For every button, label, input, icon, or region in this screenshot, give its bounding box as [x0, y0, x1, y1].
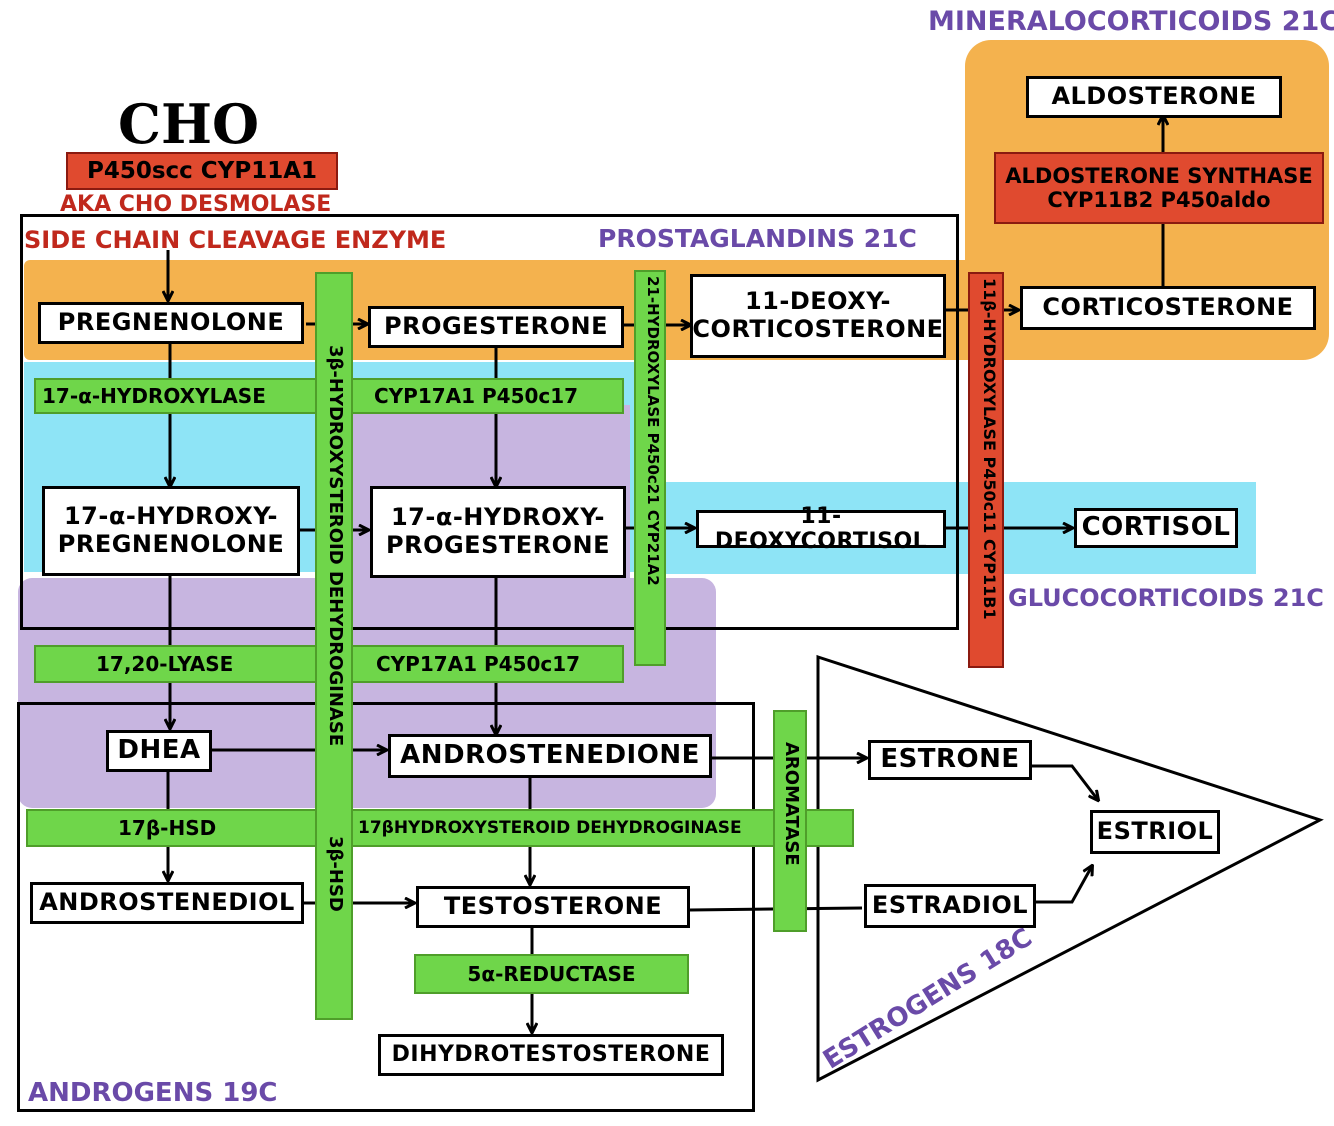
enzyme-17b-hsd-left: 17β-HSD [118, 816, 217, 840]
prostaglandins-title: PROSTAGLANDINS 21C [598, 224, 917, 253]
enzyme-17-20-lyase-right: CYP17A1 P450c17 [376, 652, 581, 676]
enzyme-17a-hydroxylase-right: CYP17A1 P450c17 [374, 384, 579, 408]
node-17a-hydroxyprogesterone-line1: 17-α-HYDROXY- [390, 503, 606, 532]
prostaglandin-frame [20, 214, 959, 630]
enzyme-21-hydroxylase-bar [634, 270, 666, 666]
node-corticosterone: CORTICOSTERONE [1020, 286, 1316, 330]
cholesterol-label: CHO [118, 92, 260, 156]
node-17a-hydroxypregnenolone-line2: PREGNENOLONE [57, 530, 285, 558]
enzyme-aldosterone-synthase: ALDOSTERONE SYNTHASE CYP11B2 P450aldo [994, 152, 1324, 224]
enzyme-aromatase-label: AROMATASE [781, 742, 802, 866]
node-17a-hydroxyprogesterone: 17-α-HYDROXY- PROGESTERONE [370, 486, 626, 578]
node-androstenediol: ANDROSTENEDIOL [30, 882, 304, 924]
node-estradiol: ESTRADIOL [864, 884, 1036, 928]
aldo-synthase-line1: ALDOSTERONE SYNTHASE [1005, 164, 1313, 188]
androgen-frame [17, 702, 755, 1112]
node-estrone: ESTRONE [868, 740, 1032, 780]
androgens-title: ANDROGENS 19C [28, 1078, 278, 1108]
scc-enzyme-box: P450scc CYP11A1 [66, 152, 338, 190]
enzyme-3b-hsd-bar [315, 272, 353, 1020]
node-11-deoxycorticosterone-line2: CORTICOSTERONE [692, 315, 944, 343]
arrow-estrone-estriol [1032, 764, 1098, 800]
enzyme-3b-hsd-short-label: 3β-HSD [325, 836, 346, 912]
estrogen-triangle [816, 654, 1324, 1083]
scc-fullname-label: SIDE CHAIN CLEAVAGE ENZYME [24, 226, 447, 254]
node-11-deoxycorticosterone-line1: 11-DEOXY- [744, 287, 892, 316]
node-17a-hydroxypregnenolone-line1: 17-α-HYDROXY- [63, 502, 279, 531]
node-pregnenolone: PREGNENOLONE [38, 302, 304, 344]
node-androstenedione: ANDROSTENEDIONE [388, 734, 712, 778]
node-dhea: DHEA [106, 730, 212, 772]
enzyme-21-hydroxylase-label: 21-HYDROXYLASE P450c21 CYP21A2 [644, 276, 662, 586]
enzyme-17-20-lyase-left: 17,20-LYASE [96, 652, 234, 676]
enzyme-11b-hydroxylase-bar [968, 272, 1004, 668]
enzyme-17a-hydroxylase-left: 17-α-HYDROXYLASE [42, 384, 266, 408]
aldo-synthase-line2: CYP11B2 P450aldo [1047, 188, 1271, 212]
enzyme-5a-reductase: 5α-REDUCTASE [414, 954, 689, 994]
enzyme-aromatase-bar [773, 710, 807, 932]
node-dihydrotestosterone: DIHYDROTESTOSTERONE [378, 1034, 724, 1076]
node-17a-hydroxyprogesterone-line2: PROGESTERONE [386, 531, 610, 559]
node-estriol: ESTRIOL [1090, 810, 1220, 854]
mineralocorticoids-title: MINERALOCORTICOIDS 21C [928, 6, 1334, 37]
glucocorticoids-title: GLUCOCORTICOIDS 21C [1008, 584, 1324, 612]
enzyme-11b-hydroxylase-label: 11β-HYDROXYLASE P450c11 CYP11B1 [980, 278, 999, 620]
enzyme-17b-hsd-right: 17βHYDROXYSTEROID DEHYDROGINASE [358, 818, 742, 838]
node-11-deoxycortisol: 11-DEOXYCORTISOL [696, 504, 946, 554]
node-testosterone: TESTOSTERONE [416, 886, 690, 928]
node-aldosterone: ALDOSTERONE [1026, 76, 1282, 118]
enzyme-3b-hsd-label: 3β-HYDROXYSTEROID DEHYDROGINASE [325, 345, 346, 747]
node-17a-hydroxypregnenolone: 17-α-HYDROXY- PREGNENOLONE [42, 486, 300, 576]
arrow-estradiol-estriol [1036, 866, 1092, 904]
node-11-deoxycorticosterone: 11-DEOXY- CORTICOSTERONE [690, 274, 946, 358]
enzyme-17b-hsd: 17β-HSD 17βHYDROXYSTEROID DEHYDROGINASE [26, 809, 854, 847]
node-cortisol: CORTISOL [1074, 508, 1238, 548]
scc-aka-label: AKA CHO DESMOLASE [60, 192, 332, 217]
node-progesterone: PROGESTERONE [368, 306, 624, 348]
